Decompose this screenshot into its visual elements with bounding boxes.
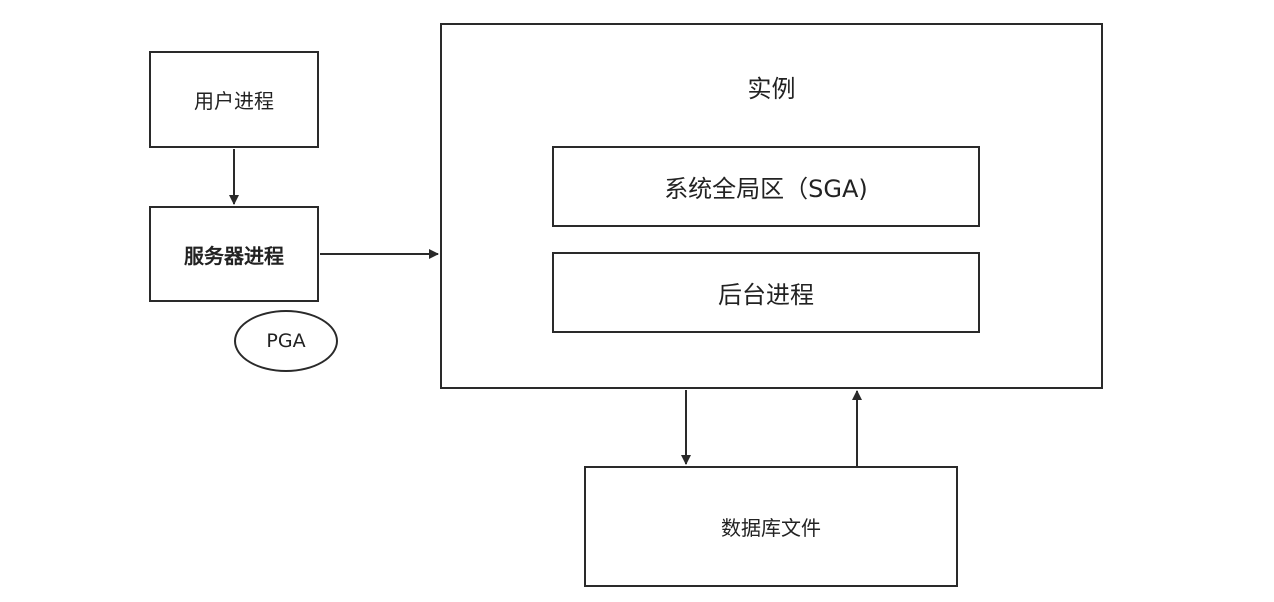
server-process-node: 服务器进程	[149, 206, 319, 302]
server-process-label: 服务器进程	[184, 243, 284, 268]
sga-node: 系统全局区（SGA)	[552, 146, 980, 227]
instance-title: 实例	[747, 75, 796, 103]
user-process-node: 用户进程	[149, 51, 319, 148]
background-process-node: 后台进程	[552, 252, 980, 333]
pga-label: PGA	[266, 330, 306, 352]
database-files-label: 数据库文件	[721, 516, 821, 540]
database-files-node: 数据库文件	[584, 466, 958, 587]
pga-node: PGA	[234, 310, 338, 372]
sga-label: 系统全局区（SGA)	[664, 175, 868, 203]
user-process-label: 用户进程	[194, 89, 274, 113]
background-process-label: 后台进程	[718, 281, 814, 309]
